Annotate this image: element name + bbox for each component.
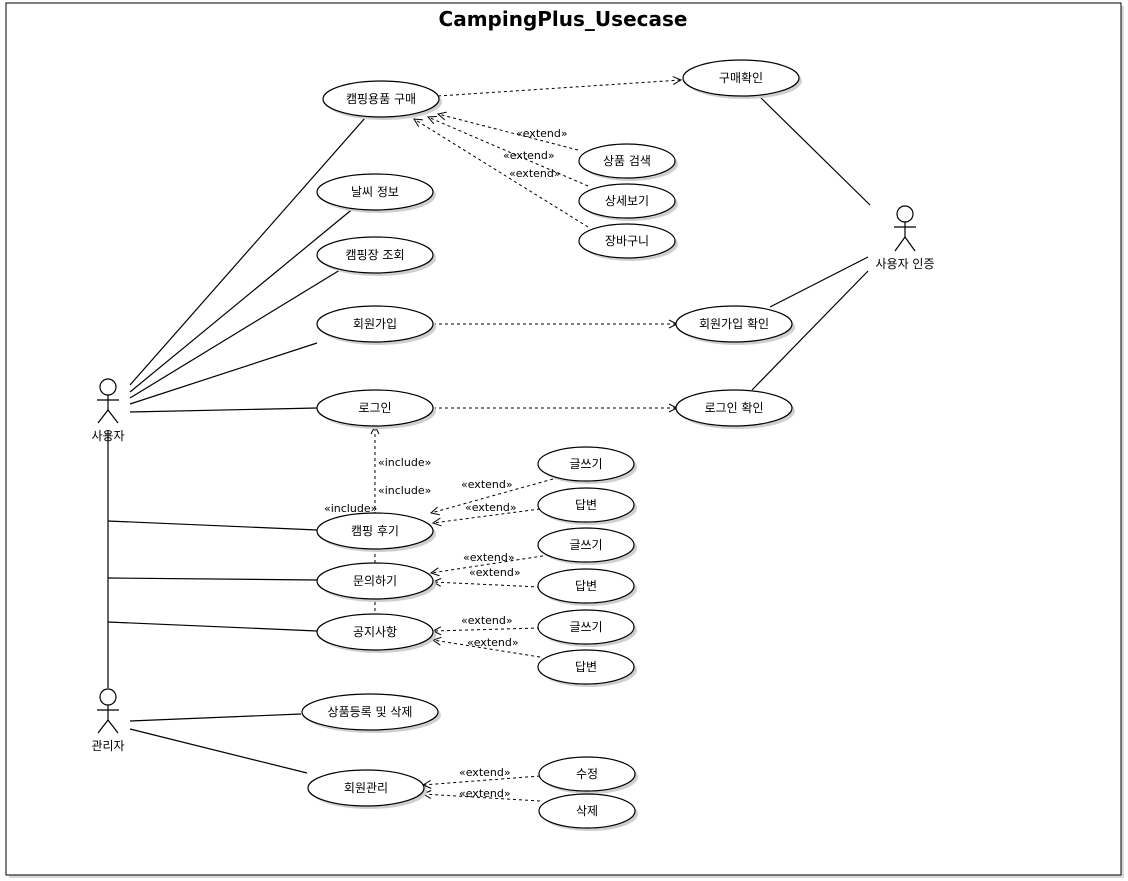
usecase-signup-confirm[interactable]: 회원가입 확인 (675, 305, 795, 345)
assoc-user-campsite (129, 269, 341, 399)
usecase-review[interactable]: 캠핑 후기 (316, 512, 436, 552)
extend-label: «extend» (461, 478, 513, 491)
associations (107, 96, 871, 774)
usecase-label: 공지사항 (353, 625, 397, 639)
stick-figure-icon (894, 205, 916, 252)
usecase-label: 답변 (575, 498, 597, 512)
extend-label: «extend» (465, 501, 517, 514)
dep-purchase-confirm (437, 80, 681, 97)
usecase-label: 상품 검색 (603, 154, 651, 168)
usecase-product-search[interactable]: 상품 검색 (578, 143, 678, 181)
usecase-label: 캠핑장 조회 (345, 248, 404, 262)
extend-label: «extend» (516, 127, 568, 140)
usecase-label: 회원관리 (344, 781, 388, 795)
dep-notice-answer (433, 640, 541, 658)
usecase-notice-answer[interactable]: 답변 (537, 649, 637, 687)
usecase-label: 캠핑용품 구매 (346, 92, 416, 106)
usecase-review-write[interactable]: 글쓰기 (537, 446, 637, 484)
usecase-label: 상품등록 및 삭제 (328, 705, 413, 719)
usecase-label: 캠핑 후기 (351, 524, 399, 538)
usecase-product-registration[interactable]: 상품등록 및 삭제 (301, 693, 441, 733)
assoc-user-signup (129, 342, 318, 405)
usecase-label: 로그인 (358, 401, 391, 415)
extend-label: «extend» (467, 636, 519, 649)
usecase-edit[interactable]: 수정 (538, 756, 638, 794)
usecase-label: 상세보기 (605, 194, 649, 208)
actor-user[interactable]: 사용자 (91, 378, 125, 443)
assoc-admin-product (129, 713, 302, 722)
include-label: «include» (324, 502, 377, 515)
usecase-inquiry-answer[interactable]: 답변 (537, 568, 637, 606)
usecase-campsite[interactable]: 캠핑장 조회 (316, 236, 436, 276)
stick-figure-icon (97, 378, 119, 424)
usecase-purchase[interactable]: 캠핑용품 구매 (322, 80, 442, 120)
extend-label: «extend» (459, 787, 511, 800)
usecase-label: 회원가입 (353, 317, 397, 331)
assoc-review (107, 520, 318, 531)
usecase-inquiry[interactable]: 문의하기 (316, 562, 436, 602)
stereotype-labels: «extend» «extend» «extend» «include» «in… (324, 127, 568, 800)
usecase-label: 문의하기 (353, 574, 397, 588)
usecase-label: 구매확인 (719, 71, 763, 85)
extend-label: «extend» (459, 766, 511, 779)
usecase-member-management[interactable]: 회원관리 (307, 769, 427, 809)
usecase-delete[interactable]: 삭제 (538, 793, 638, 831)
assoc-inquiry (107, 577, 318, 581)
include-label: «include» (378, 456, 431, 469)
actor-admin[interactable]: 관리자 (91, 688, 125, 753)
actor-auth[interactable]: 사용자 인증 (875, 205, 935, 271)
usecase-weather[interactable]: 날씨 정보 (316, 173, 436, 213)
extend-label: «extend» (503, 149, 555, 162)
actor-label: 사용자 인증 (875, 257, 934, 271)
dep-inquiry-write (431, 554, 550, 573)
usecase-login[interactable]: 로그인 (316, 389, 436, 429)
dep-search-purchase (438, 114, 579, 151)
usecase-label: 회원가입 확인 (699, 317, 769, 331)
assoc-user-purchase (129, 117, 366, 386)
dep-member-delete (423, 794, 541, 802)
usecase-label: 장바구니 (605, 234, 649, 248)
usecase-label: 수정 (576, 767, 598, 781)
usecase-label: 로그인 확인 (704, 401, 763, 415)
dep-cart-purchase (414, 119, 589, 228)
assoc-auth-purchase-confirm (759, 96, 871, 206)
usecase-login-confirm[interactable]: 로그인 확인 (675, 389, 795, 429)
usecase-label: 글쓰기 (569, 620, 602, 634)
usecase-label: 글쓰기 (569, 538, 602, 552)
extend-label: «extend» (463, 551, 515, 564)
usecase-detail-view[interactable]: 상세보기 (578, 183, 678, 221)
extend-label: «extend» (461, 614, 513, 627)
usecase-notice-write[interactable]: 글쓰기 (537, 609, 637, 647)
assoc-auth-login-confirm (751, 270, 869, 391)
usecase-label: 삭제 (576, 804, 598, 818)
actor-label: 관리자 (91, 739, 124, 753)
usecase-signup[interactable]: 회원가입 (316, 305, 436, 345)
usecase-inquiry-write[interactable]: 글쓰기 (537, 527, 637, 565)
usecase-purchase-confirm[interactable]: 구매확인 (682, 59, 802, 99)
extend-label: «extend» (469, 566, 521, 579)
include-label: «include» (378, 484, 431, 497)
assoc-notice (107, 621, 318, 632)
usecase-label: 답변 (575, 579, 597, 593)
usecase-label: 글쓰기 (569, 457, 602, 471)
diagram-title: CampingPlus_Usecase (439, 7, 688, 31)
dep-detail-purchase (428, 117, 589, 187)
assoc-auth-signup-confirm (769, 256, 869, 308)
usecase-label: 날씨 정보 (351, 185, 399, 199)
diagram-frame (5, 2, 1122, 876)
usecase-notice[interactable]: 공지사항 (316, 613, 436, 653)
usecase-cart[interactable]: 장바구니 (578, 223, 678, 261)
actor-label: 사용자 (91, 429, 124, 443)
assoc-user-weather (129, 206, 356, 393)
usecase-label: 답변 (575, 660, 597, 674)
stick-figure-icon (97, 688, 119, 734)
usecase-review-answer[interactable]: 답변 (537, 487, 637, 525)
dep-member-edit (423, 775, 541, 785)
assoc-admin-member (129, 728, 308, 774)
extend-label: «extend» (509, 167, 561, 180)
assoc-user-login (129, 407, 318, 413)
